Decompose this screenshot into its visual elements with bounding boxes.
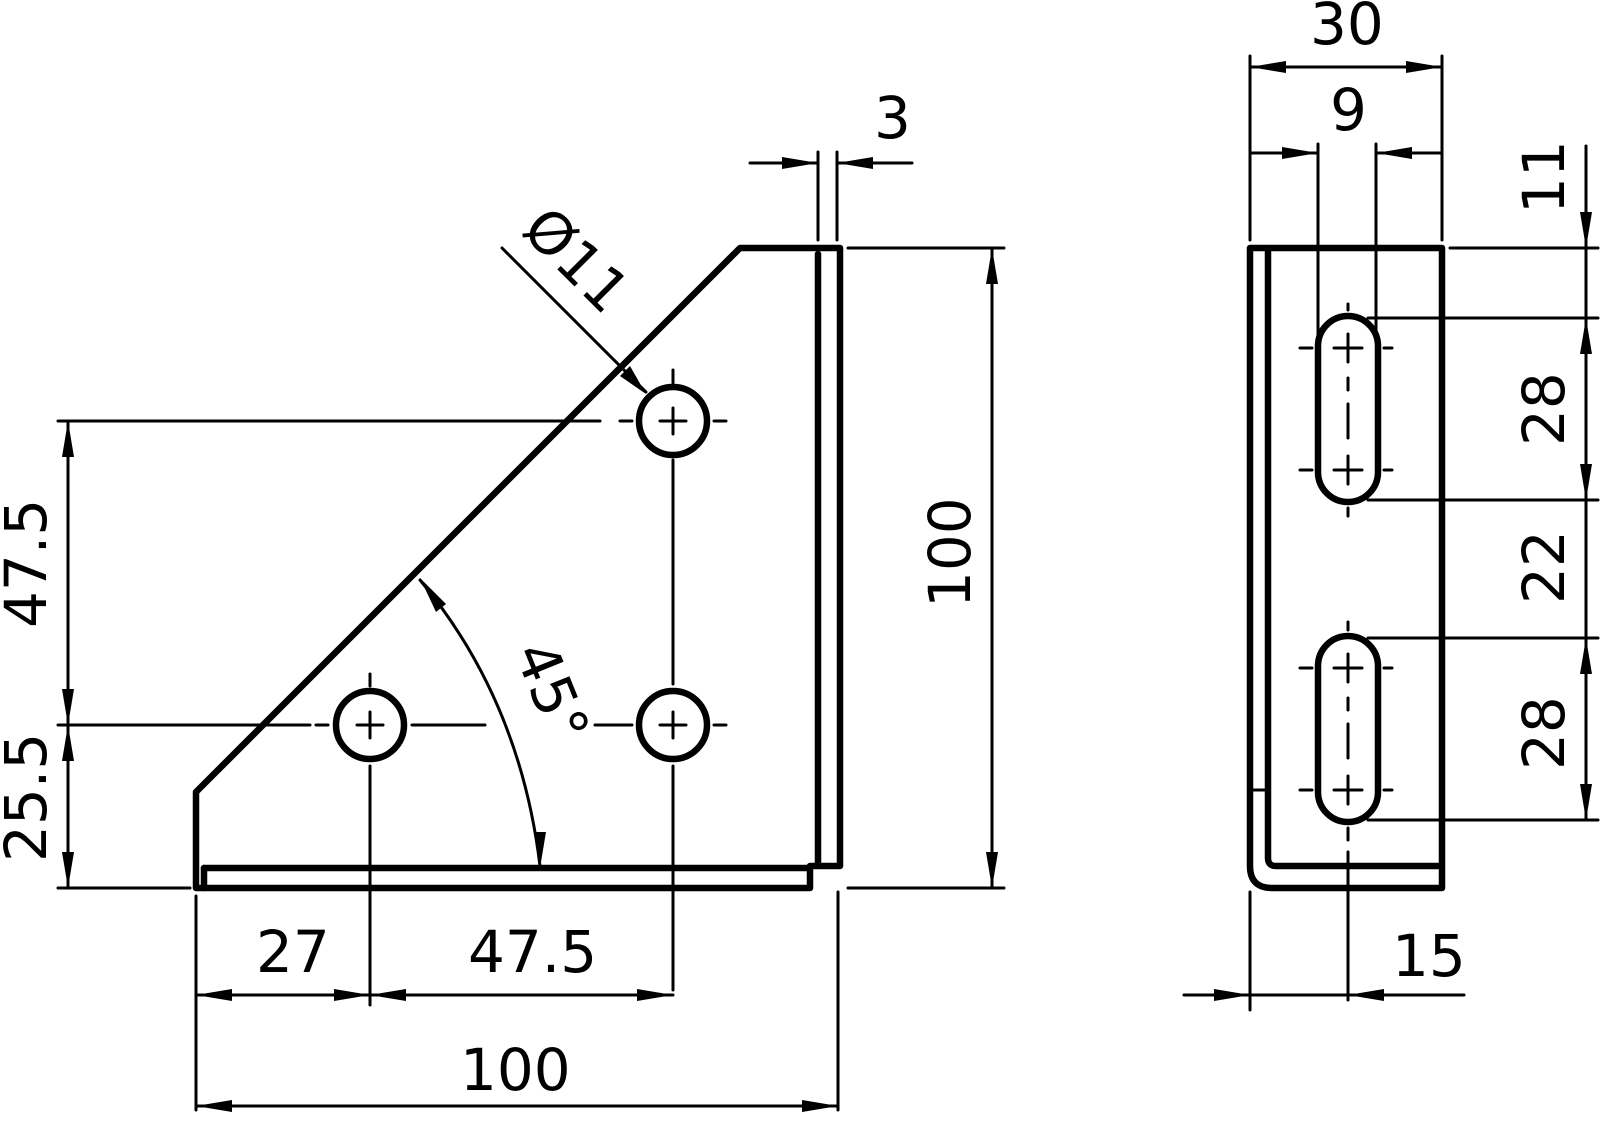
dim-thickness: 3 xyxy=(748,84,914,169)
dim-hole-horizontal-spacing-label: 47.5 xyxy=(468,918,597,986)
dim-hole-diameter-label: Ø11 xyxy=(510,194,643,327)
dim-side-width-label: 30 xyxy=(1310,0,1384,58)
slot-lower xyxy=(1298,620,1394,1002)
front-view: 3 Ø11 100 47.5 25.5 xyxy=(0,84,1006,1112)
dim-slot-gap-label: 22 xyxy=(1510,530,1578,604)
dim-chamfer-angle-label: 45° xyxy=(501,632,603,753)
dim-width-total-label: 100 xyxy=(460,1036,571,1104)
dim-slot-length-upper-label: 28 xyxy=(1510,372,1578,446)
dim-side-width: 30 xyxy=(1248,0,1444,73)
dim-hole-from-left: 27 xyxy=(194,918,372,1001)
dim-width-total: 100 xyxy=(194,1036,840,1112)
side-view: 30 9 15 11 28 22 xyxy=(1182,0,1600,1012)
bracket-outline xyxy=(192,244,844,892)
dim-top-offset-label: 11 xyxy=(1510,140,1578,214)
dim-chamfer-angle: 45° xyxy=(418,578,603,868)
side-inner-line xyxy=(1264,248,1442,870)
dim-hole-from-left-label: 27 xyxy=(256,918,330,986)
dim-side-vertical-chain: 11 28 22 28 xyxy=(1510,140,1592,822)
slot-upper xyxy=(1298,302,1394,518)
dim-slot-center-label: 15 xyxy=(1392,922,1466,990)
dim-hole-horizontal-spacing: 47.5 xyxy=(368,918,675,1001)
dim-hole-from-bottom-label: 25.5 xyxy=(0,733,60,862)
center-lines xyxy=(314,368,728,1007)
dim-height-total: 100 xyxy=(916,246,998,890)
dim-hole-vertical-spacing: 47.5 xyxy=(0,419,74,727)
hole-bottom-left xyxy=(332,687,408,763)
dim-slot-length-lower-label: 28 xyxy=(1510,696,1578,770)
hole-bottom-right xyxy=(635,687,711,763)
dim-thickness-label: 3 xyxy=(874,84,911,152)
dim-hole-from-bottom: 25.5 xyxy=(0,723,74,890)
dim-hole-vertical-spacing-label: 47.5 xyxy=(0,499,60,628)
dim-slot-width: 9 xyxy=(1248,76,1444,159)
dim-slot-width-label: 9 xyxy=(1330,76,1367,144)
dim-slot-center: 15 xyxy=(1182,922,1466,1001)
hole-top-right xyxy=(635,383,711,459)
dim-height-total-label: 100 xyxy=(916,497,984,608)
side-outline xyxy=(1246,244,1446,892)
